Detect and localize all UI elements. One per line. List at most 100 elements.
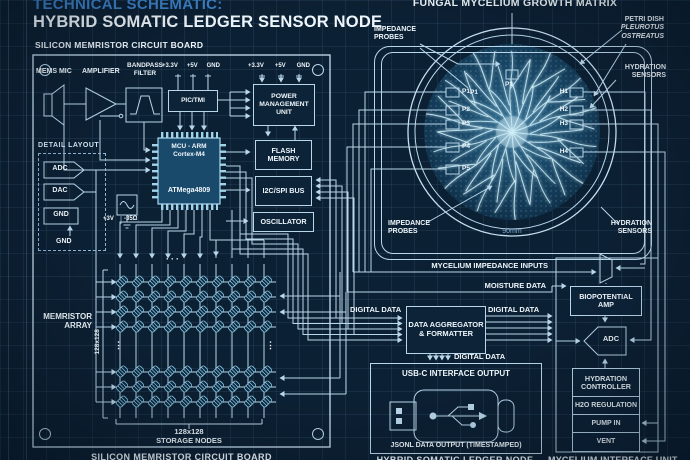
sensor-label-h3: H3 bbox=[559, 120, 568, 127]
usb-trident-icon bbox=[429, 404, 487, 428]
top-probe-label: P1 bbox=[505, 81, 513, 88]
sensor-label-h4: H4 bbox=[559, 148, 568, 155]
pic-to-pmu-wires bbox=[216, 89, 251, 119]
pump-in-box: PUMP IN bbox=[572, 414, 640, 434]
hydration-wires bbox=[583, 91, 666, 444]
moisture-data-label: MOISTURE DATA bbox=[484, 281, 546, 290]
memristor-array-label: MEMRISTOR ARRAY bbox=[43, 312, 92, 331]
source-neg-label: -35Ω bbox=[124, 216, 138, 222]
detail-dac-shape bbox=[43, 183, 96, 201]
matrix-inner-border bbox=[381, 52, 645, 254]
array-vdots-left: ⋮ bbox=[114, 340, 123, 350]
schematic-kicker: TECHNICAL SCHEMATIC: bbox=[33, 0, 223, 13]
impedance-probes-label-top: IMPEDANCE PROBES bbox=[374, 26, 417, 42]
power-rails-left bbox=[175, 74, 211, 90]
detail-adc-label: ADC bbox=[52, 165, 68, 172]
detail-layout-box bbox=[38, 153, 106, 251]
detail-dac-label: DAC bbox=[52, 187, 68, 194]
amplifier-icon bbox=[85, 87, 126, 121]
gnd-ref-label: GND bbox=[56, 238, 72, 245]
board-heading: SILICON MEMRISTOR CIRCUIT BOARD bbox=[35, 40, 204, 50]
probe-wires bbox=[346, 91, 446, 292]
power-rails-right bbox=[259, 74, 302, 83]
rail-3v3-label: +3.3V bbox=[162, 63, 178, 69]
usb-stick-icon bbox=[389, 389, 515, 443]
probe-label-p5: P5 bbox=[462, 165, 470, 172]
detail-gnd-shape bbox=[43, 207, 79, 225]
array-right-verticals bbox=[339, 272, 347, 394]
rail-3v3-label: +3.3V bbox=[248, 63, 264, 69]
digital-data-label-right: DIGITAL DATA bbox=[488, 305, 540, 314]
digital-data-label-down: DIGITAL DATA bbox=[454, 352, 506, 361]
hydration-sensors-label-top: HYDRATION SENSORS bbox=[624, 64, 666, 80]
i2c-spi-bus-box: I2C/SPI BUS bbox=[255, 176, 312, 206]
jsonl-caption: JSONL DATA OUTPUT (TIMESTAMPED) bbox=[390, 441, 522, 449]
matrix-heading: FUNGAL MYCELIUM GROWTH MATRIX bbox=[412, 0, 618, 9]
rail-5v-label: +5V bbox=[186, 63, 198, 69]
aggregator-right-bus bbox=[484, 313, 553, 343]
mcu-part-label: ATMega4809 bbox=[167, 187, 211, 194]
probe-label-p4: P4 bbox=[462, 143, 470, 150]
sensor-label-h2: H2 bbox=[559, 106, 568, 113]
mux-shape bbox=[599, 253, 613, 284]
memristor-array bbox=[96, 264, 347, 429]
adc-label: ADC bbox=[602, 334, 620, 343]
probe-label-p2: P2 bbox=[462, 106, 470, 113]
mcu-chip bbox=[152, 132, 226, 210]
detail-adc-shape bbox=[43, 161, 96, 179]
usb-output-title: USB-C INTERFACE OUTPUT bbox=[402, 369, 510, 378]
matrix-outer-border bbox=[374, 46, 652, 260]
bandpass-filter-icon bbox=[125, 87, 163, 123]
i2c-bus-wires bbox=[315, 177, 355, 334]
array-cells-top bbox=[114, 274, 274, 335]
node-footer-caption: HYBRID SOMATIC LEDGER NODE bbox=[376, 455, 534, 460]
array-vdots-right: ⋮ bbox=[266, 340, 275, 350]
oscillator-box: OSCILLATOR bbox=[253, 212, 314, 232]
rail-5v-label: +5V bbox=[274, 63, 286, 69]
callout-pointers bbox=[419, 29, 627, 225]
h2o-regulation-box: H2O REGULATION bbox=[572, 396, 640, 416]
detail-layout-heading: DETAIL LAYOUT bbox=[38, 142, 100, 149]
array-ellipsis: ··· bbox=[166, 254, 181, 264]
source-pos-label: +3V bbox=[103, 216, 114, 222]
pmu-box: POWER MANAGEMENT UNIT bbox=[253, 84, 315, 126]
sensor-label-h1: H1 bbox=[559, 88, 568, 95]
digital-data-label-left: DIGITAL DATA bbox=[350, 305, 402, 314]
impedance-probes-label-bottom: IMPEDANCE PROBES bbox=[388, 220, 431, 236]
array-cells-bottom bbox=[114, 364, 274, 410]
data-aggregator-box: DATA AGGREGATOR& FORMATTER bbox=[406, 306, 486, 354]
dish-diameter-label: 90mm bbox=[502, 228, 522, 235]
flash-memory-box: FLASH MEMORY bbox=[255, 140, 312, 170]
pic-box: PIC/TMI bbox=[168, 90, 218, 112]
vent-box: VENT bbox=[572, 432, 640, 452]
circuit-board-outline bbox=[32, 54, 331, 448]
amp-mcu-wire bbox=[99, 120, 151, 163]
interface-unit-footer-caption: MYCELIUM INTERFACE UNIT bbox=[548, 455, 678, 460]
board-footer-caption: SILICON MEMRISTOR CIRCUIT BOARD bbox=[91, 452, 272, 460]
mic-mcu-wire bbox=[63, 120, 151, 173]
array-side-dim: 128x128 bbox=[94, 329, 102, 355]
rail-gnd-label: GND bbox=[296, 63, 310, 69]
probe-label-p1: P1 bbox=[462, 88, 470, 95]
probe-label-p3: P3 bbox=[462, 120, 470, 127]
mems-mic-label: MEMS MIC bbox=[36, 68, 72, 75]
page-title: HYBRID SOMATIC LEDGER SENSOR NODE bbox=[33, 13, 383, 31]
usb-output-box: USB-C INTERFACE OUTPUT JSONL DATA OUTPUT… bbox=[370, 363, 542, 454]
mems-mic-icon bbox=[43, 84, 86, 126]
adc-pentagon bbox=[583, 326, 627, 356]
hydration-sensors-label-bottom: HYDRATION SENSORS bbox=[610, 220, 652, 236]
frame-line-left bbox=[8, 0, 9, 460]
bandpass-label: BANDPASS FILTER bbox=[127, 62, 163, 77]
probe-pointer-label: P1 bbox=[470, 89, 478, 96]
filter-mcu-wire bbox=[143, 122, 151, 153]
frame-line-inner bbox=[26, 0, 27, 460]
mcu-digital-bus bbox=[226, 165, 403, 343]
mycelium-inputs-label: MYCELIUM IMPEDANCE INPUTS bbox=[431, 261, 548, 270]
detail-gnd-label: GND bbox=[53, 211, 69, 218]
